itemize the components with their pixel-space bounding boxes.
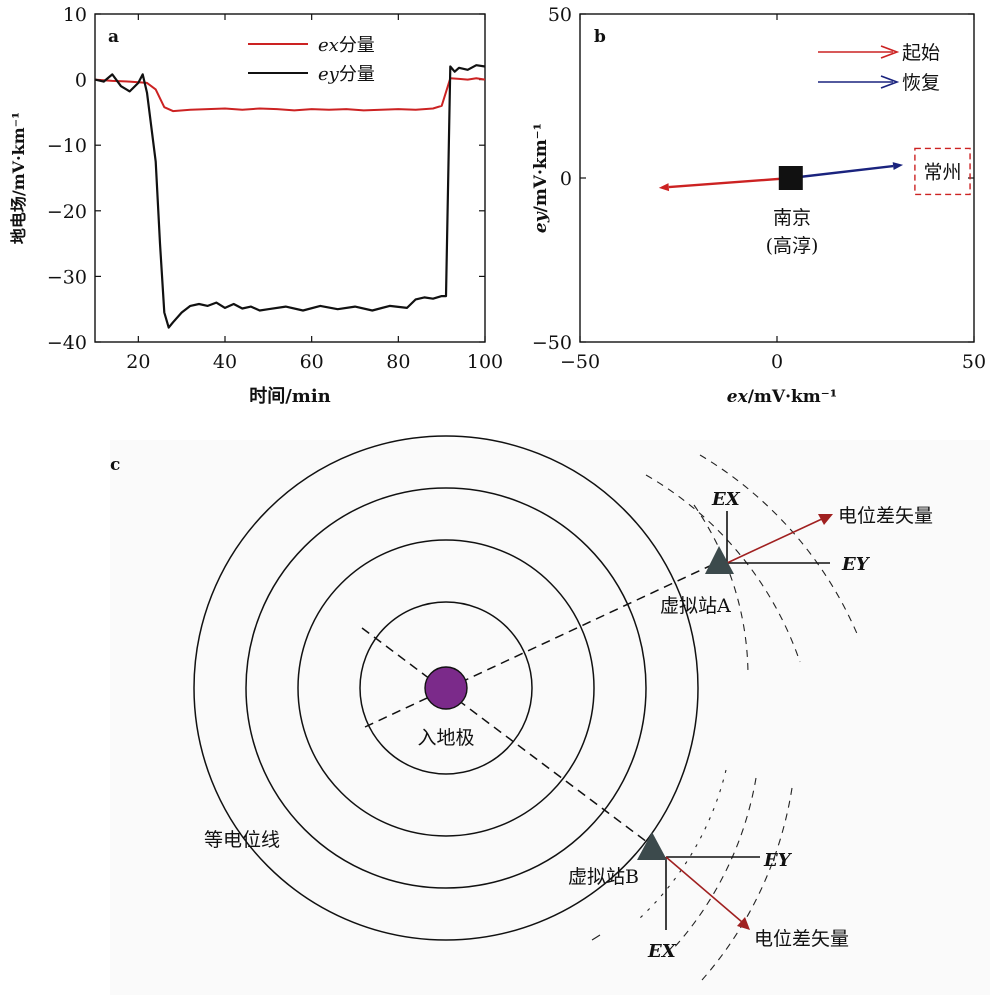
panel-b-ytick-label: −50	[532, 332, 572, 354]
radial-line-a	[364, 562, 717, 728]
panel-b-xlabel: ex/mV·km⁻¹	[727, 387, 837, 407]
station-a-label: 虚拟站A	[660, 595, 731, 617]
station-a-triangle	[705, 546, 734, 574]
panel-a-xtick-label: 40	[213, 351, 237, 373]
panel-a-ytick-label: −20	[47, 201, 87, 223]
ground-electrode	[424, 666, 468, 710]
station-b-ex-label: EX	[647, 941, 677, 962]
nanjing-sub-label: (高淳)	[766, 235, 819, 257]
changzhou-label: 常州	[923, 161, 961, 183]
panel-c-background	[110, 440, 990, 995]
station-a-ey-label: EY	[841, 554, 871, 575]
panel-a-xtick-label: 20	[126, 351, 150, 373]
station-b-vector	[665, 856, 743, 923]
legend-recover-label: 恢复	[902, 72, 940, 94]
panel-a-xlabel: 时间/min	[249, 386, 331, 407]
panel-c-label: c	[110, 455, 120, 475]
legend-ex-label: ex分量	[318, 35, 375, 56]
radial-line-b	[361, 627, 656, 849]
virtual-station-a: EX EY 电位差矢量 虚拟站A	[660, 489, 933, 617]
panel-a-ytick-label: −30	[47, 266, 87, 288]
panel-a-ytick-label: 10	[63, 4, 87, 26]
equipotential-ring-1	[359, 601, 533, 775]
panel-b-xtick-label: 0	[771, 351, 783, 373]
station-a-ex-label: EX	[711, 489, 741, 510]
station-b-vector-head	[737, 917, 750, 930]
arc-a-1	[693, 504, 749, 675]
panel-b-legend: 起始 恢复	[818, 42, 940, 94]
legend-ey-label: ey分量	[318, 64, 375, 85]
panel-a-series	[94, 64, 486, 329]
panel-b-y-axis: 50 0 −50	[532, 4, 974, 354]
panel-b-ytick-label: 50	[548, 4, 572, 26]
panel-b-label: b	[594, 27, 606, 47]
arc-b-4	[591, 934, 601, 941]
equipotential-ring-2	[297, 539, 595, 837]
legend-start-label: 起始	[902, 42, 940, 64]
station-a-vector-label: 电位差矢量	[838, 505, 933, 527]
panel-b: b 50 0 −50 −50 0 50 常州 南京 (高淳) 起始 恢复 ey/mV·k…	[531, 4, 986, 407]
panel-a-ytick-label: 0	[75, 70, 87, 92]
arc-b-1	[639, 769, 727, 919]
station-a-vector-head	[818, 514, 833, 525]
panel-a-xtick-label: 80	[386, 351, 410, 373]
station-b-vector-label: 电位差矢量	[754, 928, 849, 950]
station-a-vector	[726, 517, 825, 564]
panel-b-arrows	[658, 162, 904, 192]
nanjing-label: 南京	[773, 207, 811, 229]
arrow-start	[668, 176, 791, 189]
arc-a-2	[645, 474, 801, 663]
panel-b-ylabel: ey/mV·km⁻¹	[531, 123, 551, 233]
panel-a-xtick-label: 60	[300, 351, 324, 373]
panel-a-frame	[94, 13, 486, 343]
arrowhead-recover	[892, 162, 904, 171]
series-line-ey	[94, 64, 486, 329]
equipotential-label: 等电位线	[204, 829, 280, 851]
virtual-station-b: EY EX 电位差矢量 虚拟站B	[568, 832, 849, 962]
arc-b-3	[701, 787, 793, 981]
station-b-ey-label: EY	[763, 850, 793, 871]
nanjing-station-marker	[778, 166, 803, 190]
panel-a-xtick-label: 100	[467, 351, 503, 373]
panel-a-y-axis: 10 0 −10 −20 −30 −40	[47, 4, 485, 354]
station-b-label: 虚拟站B	[568, 866, 639, 888]
panel-b-xtick-label: 50	[962, 351, 986, 373]
legend-recover-arrowhead	[880, 75, 900, 89]
electrode-label: 入地极	[417, 727, 474, 749]
panel-a-x-axis: 20 40 60 80 100	[126, 14, 503, 373]
arrow-recover	[790, 164, 894, 180]
panel-a-legend: ex分量 ey分量	[248, 35, 375, 85]
panel-a-ytick-label: −10	[47, 135, 87, 157]
panel-b-ytick-label: 0	[560, 168, 572, 190]
equipotential-ring-4	[193, 435, 699, 941]
panel-a-ytick-label: −40	[47, 332, 87, 354]
arc-b-2	[671, 777, 757, 951]
panel-c: c 入地极 等电位线 EX EY 电位差矢量	[110, 435, 990, 995]
panel-b-xtick-label: −50	[560, 351, 600, 373]
series-line-ex	[94, 77, 486, 113]
legend-start-arrowhead	[880, 45, 900, 59]
panel-a-label: a	[108, 27, 119, 47]
equipotential-ring-3	[245, 487, 647, 889]
station-b-triangle	[637, 832, 667, 860]
panel-b-x-axis: −50 0 50	[560, 14, 986, 373]
panel-a-ylabel: 地电场/mV·km⁻¹	[9, 112, 28, 244]
arrowhead-start	[658, 183, 670, 192]
